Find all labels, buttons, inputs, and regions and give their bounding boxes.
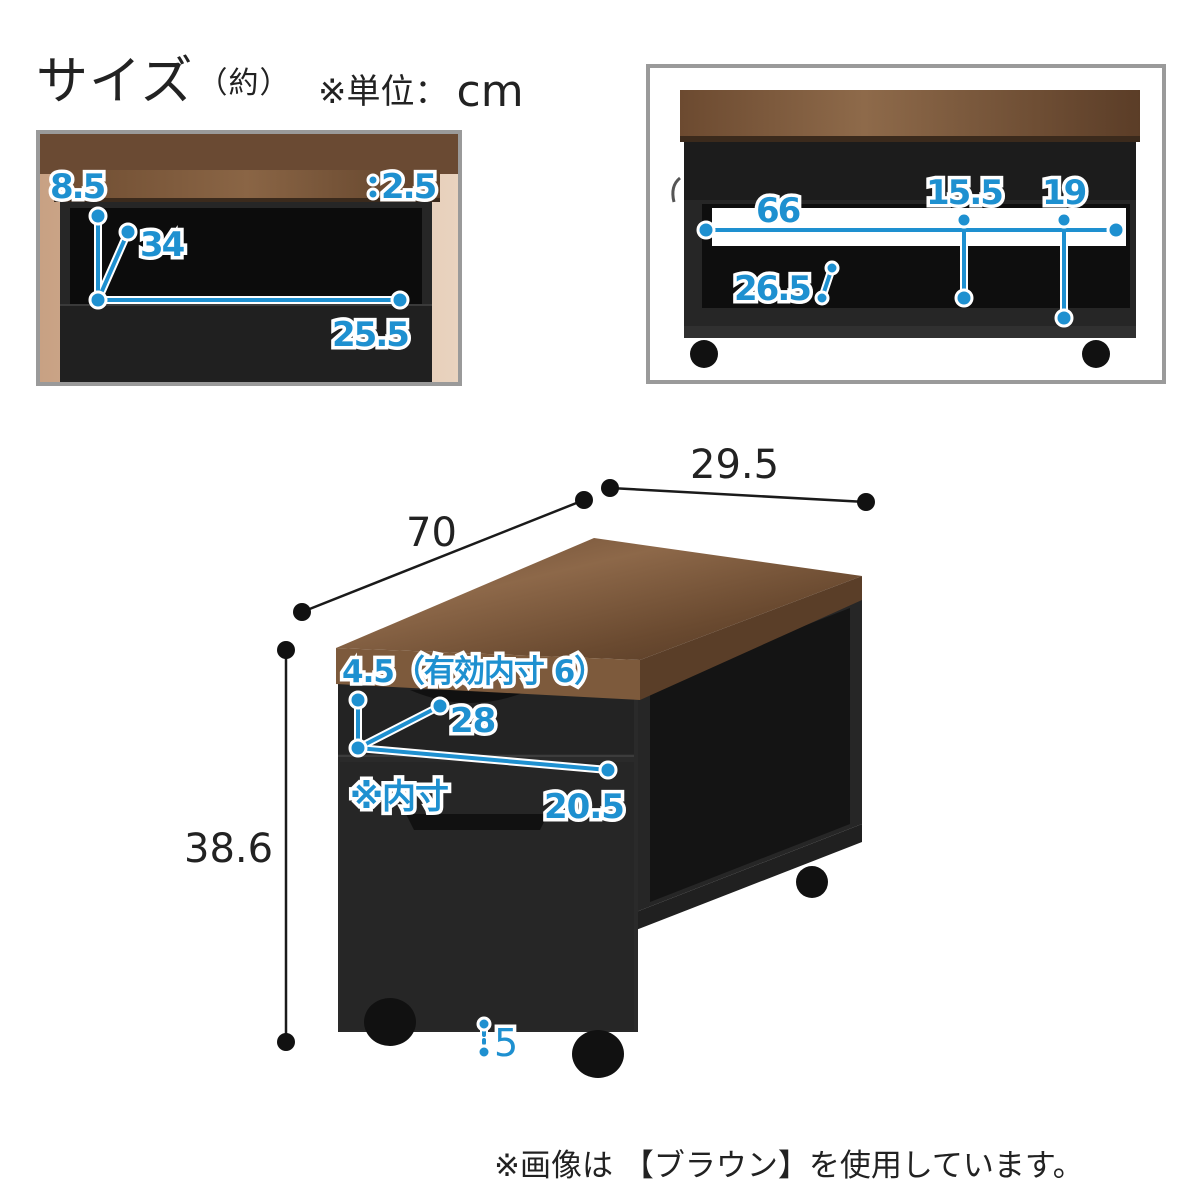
top-drawer-front (338, 680, 634, 754)
size-title-approx: （約） (197, 66, 291, 101)
label-drawer-height: 4.5（有効内寸 6） (342, 654, 604, 690)
label-shelf-depth: 15.5 (926, 173, 1002, 213)
dim-line-drawer-depth (356, 704, 442, 750)
label-height: 38.6 (184, 826, 273, 872)
dim-line-depth (96, 230, 130, 302)
side-opening (650, 608, 850, 902)
inset-front-illustration: 66 15.5 19 26.5 (671, 90, 1140, 368)
dim-point (390, 290, 410, 310)
label-inner-note: ※内寸 (350, 777, 448, 817)
caster-wheel (796, 866, 828, 898)
dim-point (814, 290, 830, 306)
dim-point (857, 493, 875, 511)
label-drawer-width: 20.5 (544, 787, 624, 827)
dim-point (575, 491, 593, 509)
image-color-note: ※画像は 【ブラウン】を使用しています。 (494, 1148, 1084, 1184)
cabinet-opening (70, 208, 422, 304)
cabinet-front (338, 680, 638, 1032)
dim-point (601, 479, 619, 497)
label-top-thickness: 2.5 (381, 167, 436, 207)
cabinet-side (636, 588, 862, 912)
wood-top (336, 538, 862, 660)
dim-point (293, 603, 311, 621)
dim-point (954, 288, 974, 308)
dim-point (476, 1044, 492, 1060)
dim-line-width-overall (301, 498, 585, 614)
dim-point (366, 173, 380, 187)
wood-front-edge (336, 648, 640, 700)
size-title-text: サイズ (36, 52, 194, 112)
unit-value: cm (456, 66, 524, 117)
wood-edge (54, 198, 440, 202)
dim-line-drawer-width (356, 746, 610, 772)
size-title: サイズ（約） (36, 56, 290, 108)
label-shelf-height: 19 (1042, 173, 1086, 213)
label-inner-depth: 34 (140, 225, 185, 265)
inset-photo-front: 66 15.5 19 26.5 (646, 64, 1166, 384)
unit-note-text: ※単位： (318, 72, 449, 112)
label-base-height: 26.5 (734, 269, 810, 309)
dim-point (277, 641, 295, 659)
caster-wheel (1082, 340, 1110, 368)
dim-point (430, 696, 450, 716)
dim-point (1106, 220, 1126, 240)
label-width: 70 (406, 510, 457, 556)
caster-wheel (690, 340, 718, 368)
dim-line-depth-overall (609, 486, 867, 504)
dim-point (88, 206, 108, 226)
dim-point (1055, 211, 1073, 229)
handle-icon (406, 814, 548, 830)
label-clearance: 5 (494, 1021, 517, 1065)
label-top-thickness-outer: 8.5 (50, 167, 105, 207)
dim-point (277, 1033, 295, 1051)
dim-point (88, 290, 108, 310)
inset-photo-side: 8.5 2.5 34 25.5 (36, 130, 462, 386)
drawer-front (684, 142, 1136, 200)
label-inner-width: 66 (756, 191, 800, 231)
dim-point (696, 220, 716, 240)
dim-point (366, 187, 380, 201)
unit-note: ※単位：cm (318, 64, 524, 117)
side-base (636, 824, 862, 930)
wood-side-edge (640, 576, 862, 700)
base-rail (684, 326, 1136, 338)
inset-side-illustration: 8.5 2.5 34 25.5 (40, 134, 458, 382)
dim-point (598, 760, 618, 780)
desk-top-surface (40, 134, 458, 174)
dim-point (1054, 308, 1074, 328)
dim-point (118, 222, 138, 242)
drawer-front (60, 304, 432, 382)
dim-point (824, 260, 840, 276)
caster-wheel (364, 998, 416, 1046)
wood-edge (680, 136, 1140, 142)
dim-point (476, 1016, 492, 1032)
label-drawer-depth: 28 (450, 701, 495, 741)
bottom-drawer-front (340, 762, 634, 1030)
label-depth: 29.5 (690, 442, 779, 488)
dim-point (348, 738, 368, 758)
dim-point (955, 211, 973, 229)
caster-wheel (572, 1030, 624, 1078)
wood-top (680, 90, 1140, 140)
handle-icon (671, 176, 682, 203)
label-inner-height: 25.5 (332, 315, 408, 355)
finger-pull-icon (410, 690, 530, 703)
dim-point (348, 690, 368, 710)
